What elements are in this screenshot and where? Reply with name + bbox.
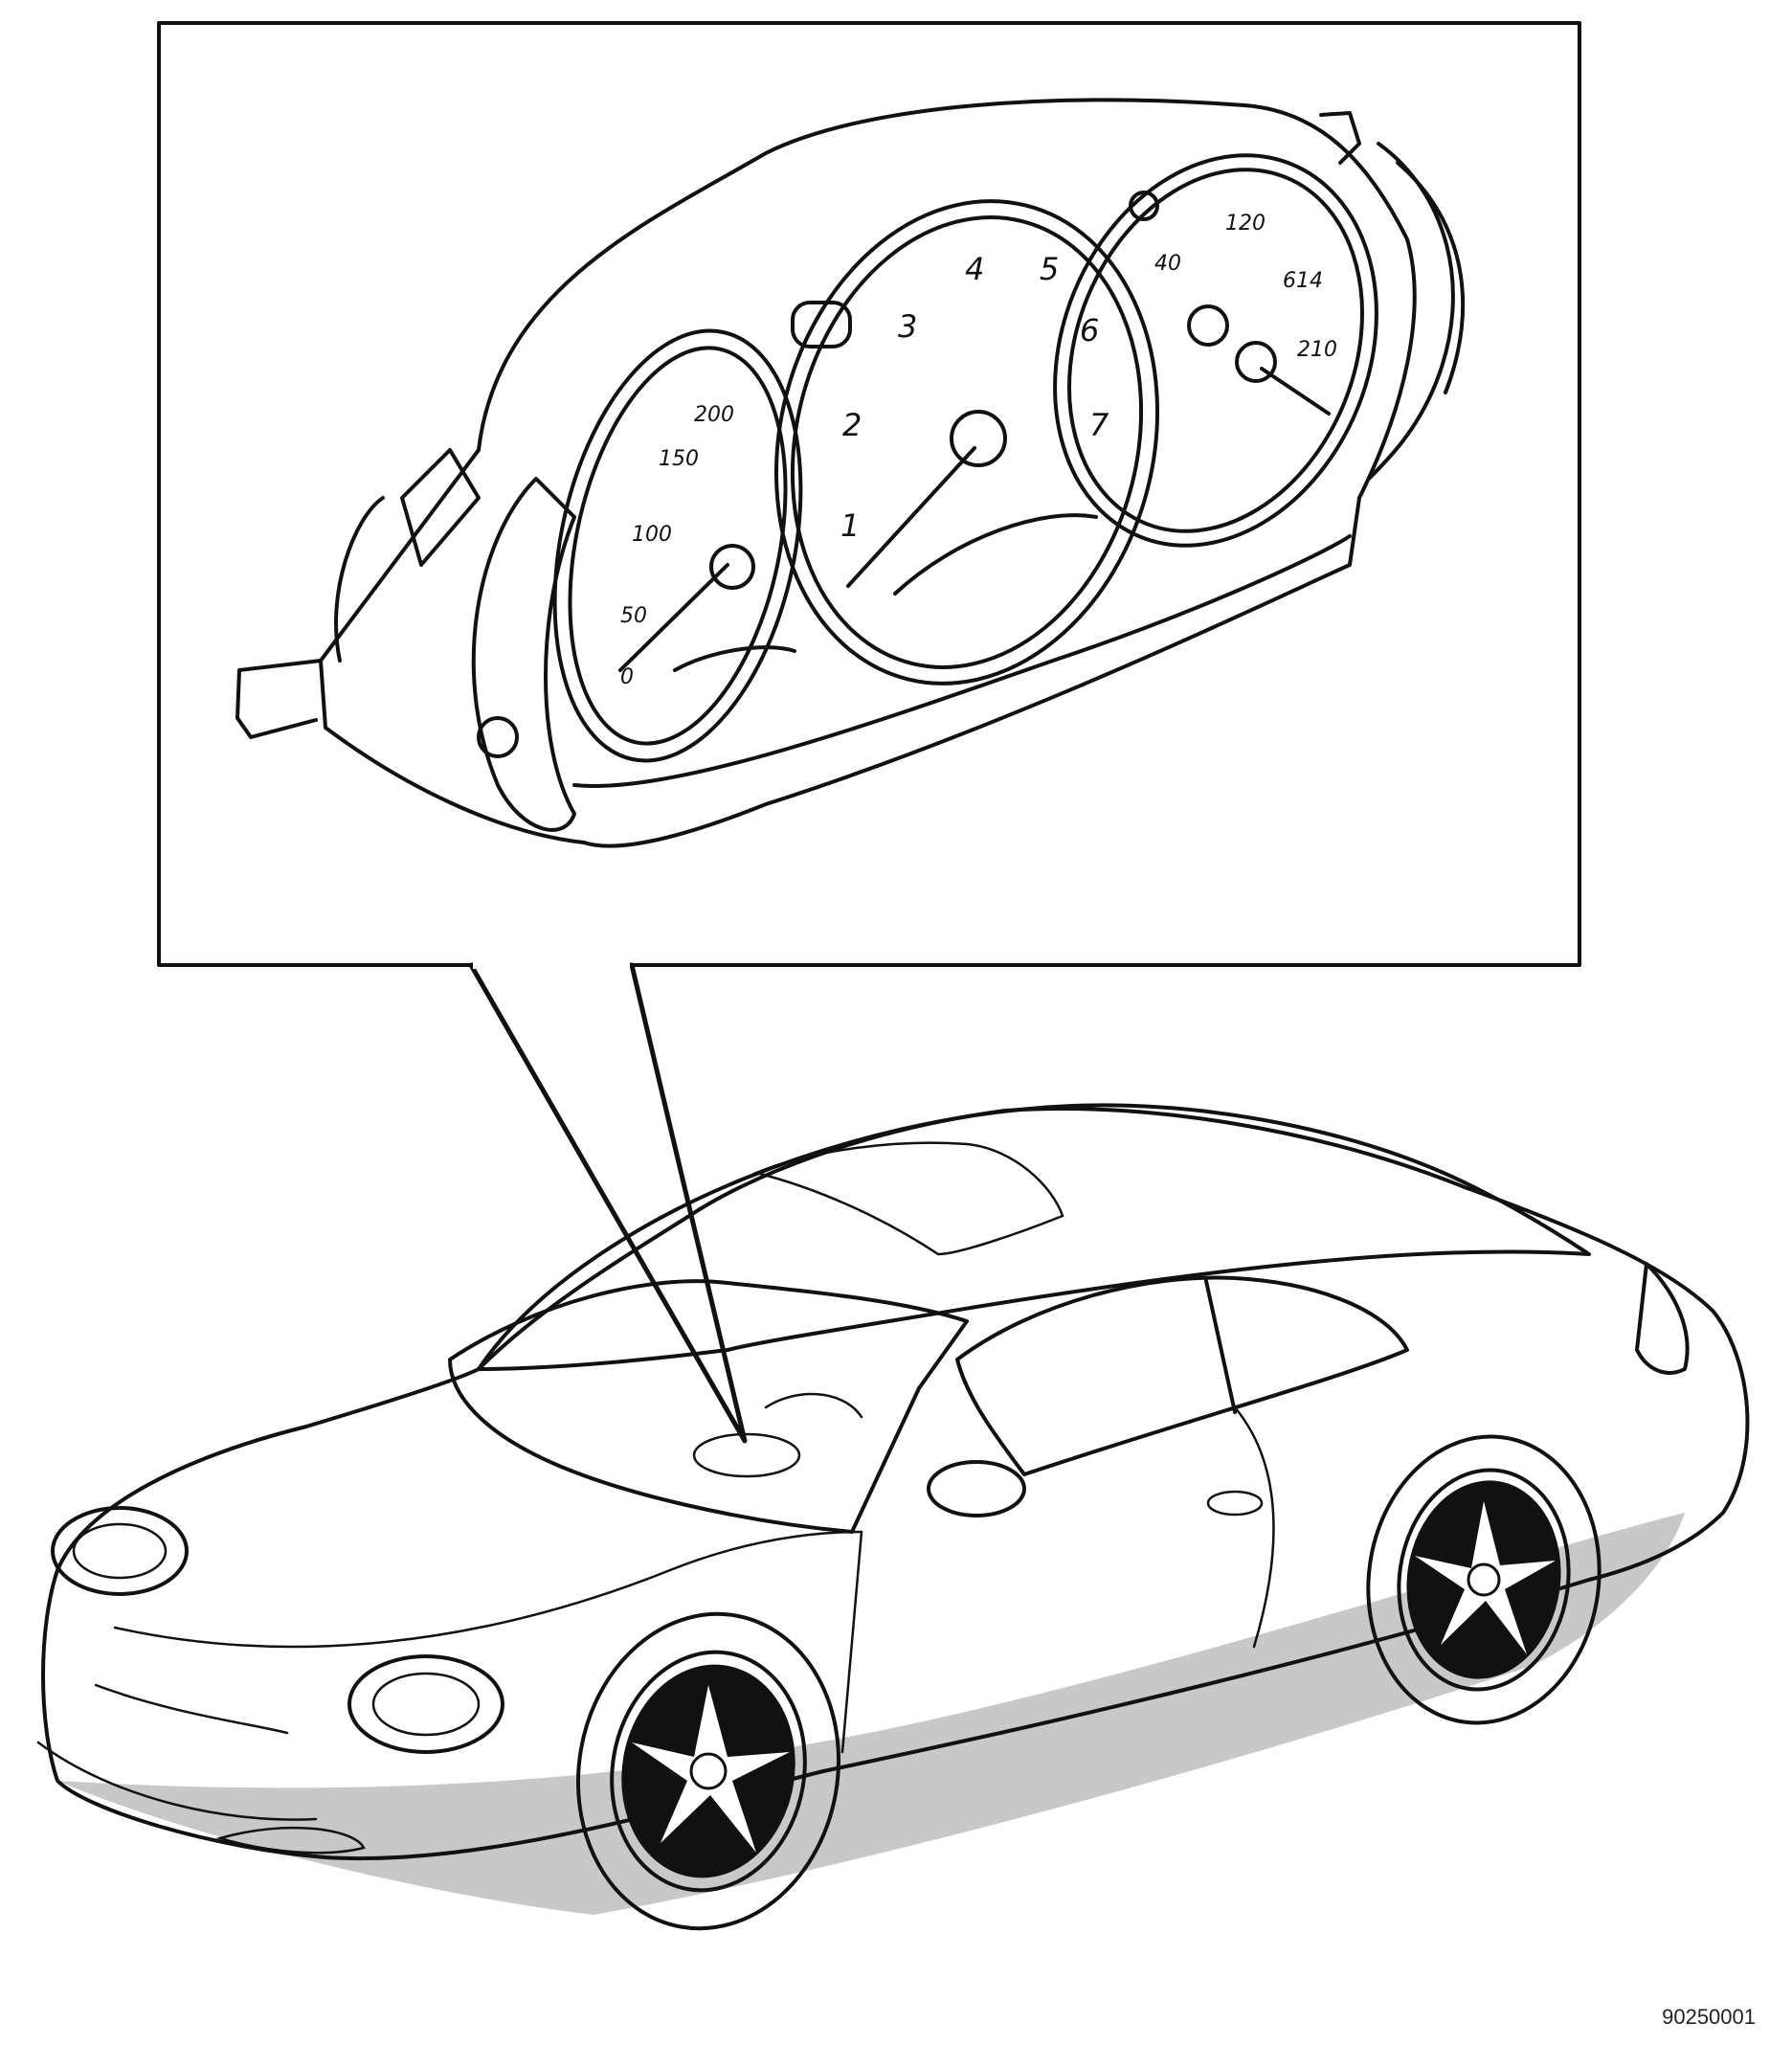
windshield — [448, 1279, 969, 1534]
speedometer-hub — [709, 544, 755, 590]
tachometer-label: 2 — [842, 407, 862, 443]
speedometer-needle — [618, 563, 729, 672]
rear-light — [1635, 1262, 1690, 1375]
aux-gauge: 40 120 614 210 — [1053, 153, 1378, 548]
speedometer-label: 50 — [620, 604, 647, 628]
headlight-right — [347, 1654, 504, 1754]
speedometer-label: 200 — [694, 403, 734, 427]
aux-gauge-needle — [1260, 367, 1331, 416]
cluster-housing — [477, 98, 1417, 848]
speedometer-label: 0 — [620, 665, 634, 689]
figure-code: 90250001 — [1662, 2005, 1756, 2029]
door-handle — [1206, 1490, 1264, 1517]
callout — [157, 21, 1581, 1444]
car-body — [41, 1107, 1750, 1861]
car — [36, 1103, 1750, 1931]
tachometer-label: 6 — [1080, 312, 1099, 348]
trip-reset-knob — [791, 301, 852, 348]
tachometer-label: 5 — [1040, 251, 1059, 287]
instrument-cluster: 0 50 100 150 200 1 2 3 4 5 6 7 — [235, 98, 1466, 848]
aux-gauge-label: 614 — [1283, 269, 1323, 293]
tachometer: 1 2 3 4 5 6 7 — [773, 199, 1160, 686]
sunroof — [752, 1141, 1064, 1256]
tachometer-needle — [846, 446, 976, 588]
tachometer-label: 4 — [965, 251, 984, 287]
speedometer-label: 150 — [659, 447, 699, 471]
speedometer-label: 100 — [632, 523, 672, 547]
headlight-left — [51, 1506, 189, 1596]
tachometer-hub — [950, 410, 1007, 467]
tachometer-label: 1 — [840, 507, 860, 544]
tachometer-label: 7 — [1089, 407, 1109, 443]
aux-gauge-label: 210 — [1297, 338, 1337, 362]
side-window — [955, 1275, 1409, 1476]
door-line — [840, 1405, 1275, 1754]
side-mirror — [927, 1460, 1026, 1517]
tachometer-label: 3 — [898, 308, 917, 345]
callout-frame — [157, 21, 1581, 967]
aux-gauge-label: 120 — [1225, 212, 1266, 236]
aux-gauge-label: 40 — [1154, 252, 1181, 276]
front-wheel — [575, 1611, 841, 1931]
car-shadow — [57, 1513, 1685, 1915]
rear-wheel — [1366, 1434, 1602, 1725]
